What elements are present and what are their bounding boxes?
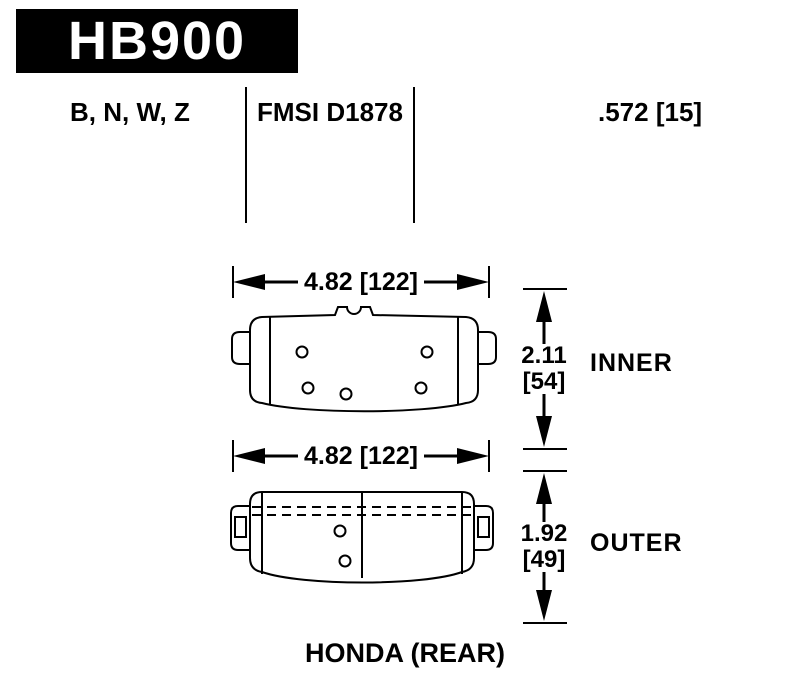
- inner-height-bracket: [54]: [522, 368, 566, 395]
- outer-height-value: 1.92: [520, 520, 568, 547]
- outer-width-arrow: [232, 440, 490, 472]
- application-label: HONDA (REAR): [305, 638, 505, 668]
- fmsi-label: FMSI D1878: [257, 97, 403, 127]
- divider-left: [245, 87, 247, 223]
- inner-height-dimension: 2.11 [54]: [515, 286, 573, 452]
- outer-width-label: 4.82 [122]: [304, 442, 418, 470]
- outer-pad-drawing: [230, 491, 494, 584]
- inner-width-arrow: [232, 266, 490, 298]
- inner-width-label: 4.82 [122]: [304, 268, 418, 296]
- inner-position-label: INNER: [590, 349, 673, 377]
- compounds-label: B, N, W, Z: [70, 97, 190, 127]
- part-number-box: HB900: [16, 9, 298, 73]
- outer-width-dimension: 4.82 [122]: [226, 438, 496, 474]
- inner-height-value: 2.11: [521, 342, 567, 369]
- outer-position-label: OUTER: [590, 529, 683, 557]
- outer-height-dimension: 1.92 [49]: [515, 468, 573, 626]
- part-number-text: HB900: [67, 11, 247, 71]
- thickness-label: .572 [15]: [598, 97, 703, 127]
- outer-height-arrow: [523, 470, 567, 624]
- inner-height-arrow: [523, 288, 567, 450]
- outer-height-bracket: [49]: [522, 546, 566, 573]
- inner-width-dimension: 4.82 [122]: [226, 264, 496, 300]
- divider-right: [413, 87, 415, 223]
- inner-pad-drawing: [231, 306, 497, 413]
